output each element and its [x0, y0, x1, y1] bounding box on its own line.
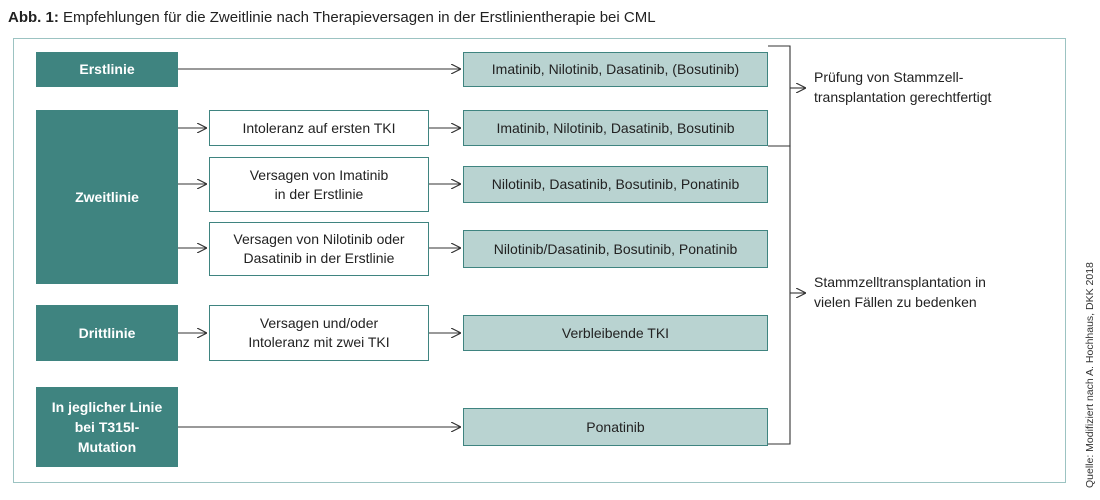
- figure-caption-prefix: Abb. 1:: [8, 9, 59, 26]
- source-credit: Quelle: Modifiziert nach A. Hochhaus, DK…: [1084, 262, 1096, 488]
- note-text-top: Prüfung von Stammzell- transplantation g…: [814, 69, 992, 105]
- condition-box-versagen-imatinib: Versagen von Imatinib in der Erstlinie: [209, 157, 429, 212]
- condition-box-versagen-nilotinib: Versagen von Nilotinib oder Dasatinib in…: [209, 222, 429, 276]
- treatment-box-erstlinie: Imatinib, Nilotinib, Dasatinib, (Bosutin…: [463, 52, 768, 87]
- treatment-label-erstlinie: Imatinib, Nilotinib, Dasatinib, (Bosutin…: [491, 61, 740, 78]
- line-label-erstlinie: Erstlinie: [79, 61, 135, 78]
- condition-box-versagen-zwei-tki: Versagen und/oder Intoleranz mit zwei TK…: [209, 305, 429, 361]
- bracket-bottom: [768, 145, 791, 445]
- condition-box-intoleranz: Intoleranz auf ersten TKI: [209, 110, 429, 146]
- treatment-label-intoleranz: Imatinib, Nilotinib, Dasatinib, Bosutini…: [496, 119, 735, 136]
- treatment-label-versagen-nilotinib: Nilotinib/Dasatinib, Bosutinib, Ponatini…: [493, 240, 738, 257]
- figure-caption: Abb. 1: Empfehlungen für die Zweitlinie …: [8, 9, 656, 26]
- line-label-drittlinie: Drittlinie: [78, 324, 136, 341]
- treatment-label-drittlinie: Verbleibende TKI: [561, 324, 670, 341]
- line-label-zweitlinie: Zweitlinie: [75, 188, 139, 205]
- treatment-box-intoleranz: Imatinib, Nilotinib, Dasatinib, Bosutini…: [463, 110, 768, 146]
- treatment-label-versagen-imatinib: Nilotinib, Dasatinib, Bosutinib, Ponatin…: [491, 176, 740, 193]
- line-box-jegliche-linie: In jeglicher Linie bei T315I- Mutation: [36, 387, 178, 467]
- figure-caption-text: Empfehlungen für die Zweitlinie nach The…: [58, 9, 656, 26]
- treatment-box-versagen-nilotinib: Nilotinib/Dasatinib, Bosutinib, Ponatini…: [463, 230, 768, 268]
- treatment-label-jegliche-linie: Ponatinib: [586, 418, 645, 435]
- condition-label-intoleranz: Intoleranz auf ersten TKI: [242, 119, 396, 136]
- condition-label-versagen-imatinib: Versagen von Imatinib in der Erstlinie: [249, 166, 389, 202]
- treatment-box-drittlinie: Verbleibende TKI: [463, 315, 768, 351]
- treatment-box-versagen-imatinib: Nilotinib, Dasatinib, Bosutinib, Ponatin…: [463, 166, 768, 203]
- note-text-bottom: Stammzelltransplantation in vielen Fälle…: [814, 274, 986, 310]
- note-stammzell-bedenken: Stammzelltransplantation in vielen Fälle…: [814, 273, 1054, 312]
- condition-label-versagen-nilotinib: Versagen von Nilotinib oder Dasatinib in…: [233, 231, 405, 266]
- line-box-zweitlinie: Zweitlinie: [36, 110, 178, 284]
- treatment-box-jegliche-linie: Ponatinib: [463, 408, 768, 446]
- line-label-jegliche-linie: In jeglicher Linie bei T315I- Mutation: [51, 398, 163, 456]
- bracket-top: [768, 45, 791, 147]
- line-box-drittlinie: Drittlinie: [36, 305, 178, 361]
- line-box-erstlinie: Erstlinie: [36, 52, 178, 87]
- note-stammzell-pruefung: Prüfung von Stammzell- transplantation g…: [814, 68, 1054, 107]
- condition-label-versagen-zwei-tki: Versagen und/oder Intoleranz mit zwei TK…: [248, 315, 390, 350]
